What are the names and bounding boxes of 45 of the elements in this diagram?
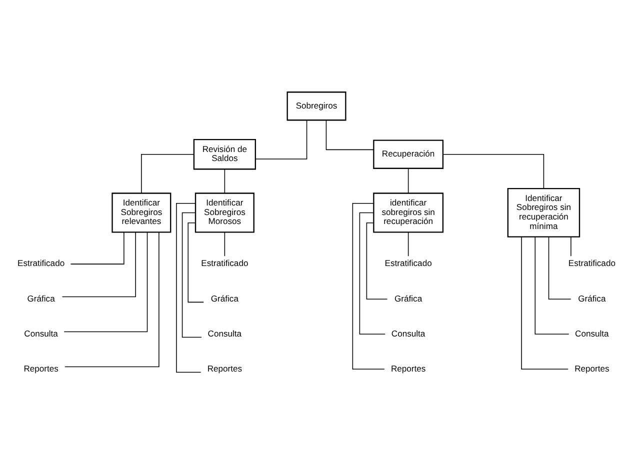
connector [141, 154, 194, 194]
connector [182, 212, 202, 338]
node-box: Identificar Sobregiros sin recuperación mínima [507, 188, 580, 238]
connector [366, 222, 388, 300]
node-text: Gráfica [27, 293, 55, 304]
node-text: Consulta [575, 328, 609, 338]
node-box: Revisión de Saldos [193, 139, 256, 170]
connector [326, 120, 374, 150]
node-box: Identificar Sobregiros relevantes [112, 192, 172, 233]
connector [408, 232, 409, 257]
connector [359, 212, 386, 334]
node-box: Identificar Sobregiros Morosos [194, 192, 254, 233]
node-text: Estratificado [18, 258, 65, 268]
connector [570, 236, 572, 257]
node-text: Reportes [24, 363, 58, 374]
node-text: Gráfica [578, 293, 606, 304]
connector [224, 232, 226, 257]
node-text: Gráfica [394, 293, 422, 304]
connector [70, 232, 124, 264]
connector [176, 202, 202, 373]
node-text: Consulta [391, 328, 426, 338]
node-box: identificar sobregiros sin recuperación [373, 192, 444, 233]
node-text: Reportes [574, 363, 610, 374]
node-text: Estratificado [384, 258, 432, 268]
node-text: Estratificado [201, 258, 248, 268]
node-text: Gráfica [210, 293, 238, 304]
connector [224, 169, 226, 194]
connector [62, 232, 136, 298]
node-text: Consulta [208, 328, 242, 338]
connector [408, 168, 409, 194]
connector [442, 154, 544, 189]
connector [64, 232, 148, 332]
connector [255, 120, 308, 160]
node-text: Reportes [207, 363, 242, 374]
connector [548, 236, 572, 300]
node-text: Reportes [390, 363, 426, 374]
connector [521, 236, 568, 370]
node-box: Recuperación [373, 140, 444, 169]
connector [188, 222, 204, 303]
connector [64, 232, 160, 368]
node-text: Consulta [24, 328, 58, 338]
connector [534, 236, 570, 334]
node-box: Sobregiros [286, 92, 346, 121]
node-text: Estratificado [568, 258, 616, 268]
connector [352, 202, 385, 370]
